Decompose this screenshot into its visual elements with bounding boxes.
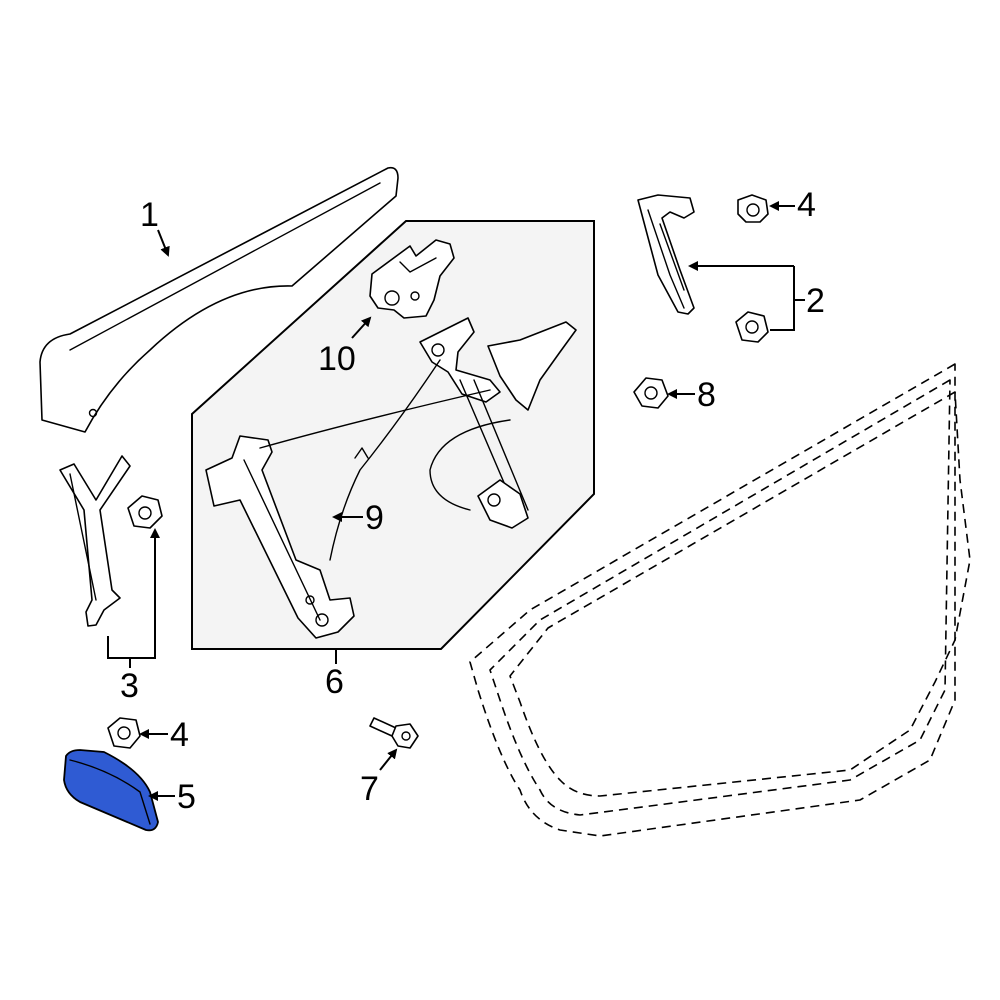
channel-nut: [735, 311, 769, 343]
callout-8: 8: [697, 376, 716, 414]
nut-bottom: [107, 717, 141, 749]
sealing-pad-highlighted: [63, 749, 159, 832]
nut-8: [633, 377, 669, 409]
callout-10: 10: [318, 340, 356, 378]
rear-channel: [59, 455, 131, 627]
callout-3: 3: [120, 667, 139, 705]
callout-4-top: 4: [797, 186, 816, 224]
callout-2-leader: [688, 261, 805, 331]
glass-run-channel: [637, 194, 695, 315]
callout-1: 1: [140, 196, 159, 234]
bolt-7: [369, 717, 419, 749]
door-glass: [39, 166, 399, 433]
callout-4-bottom: 4: [170, 716, 189, 754]
regulator-inset-box: [191, 220, 595, 650]
window-motor: [369, 239, 455, 319]
callout-5: 5: [177, 778, 196, 816]
callout-6: 6: [325, 663, 344, 701]
callout-7: 7: [360, 770, 379, 808]
push-clip-top: [737, 194, 769, 223]
door-outline-reference: [469, 363, 971, 837]
callout-10-leader: [351, 316, 372, 339]
callout-3-leader: [107, 528, 160, 668]
callout-9: 9: [365, 499, 384, 537]
callout-7-leader: [379, 748, 398, 771]
callout-1-leader: [157, 229, 170, 257]
nut-3: [127, 495, 163, 529]
callout-2: 2: [806, 282, 825, 320]
window-regulator: [205, 317, 577, 639]
